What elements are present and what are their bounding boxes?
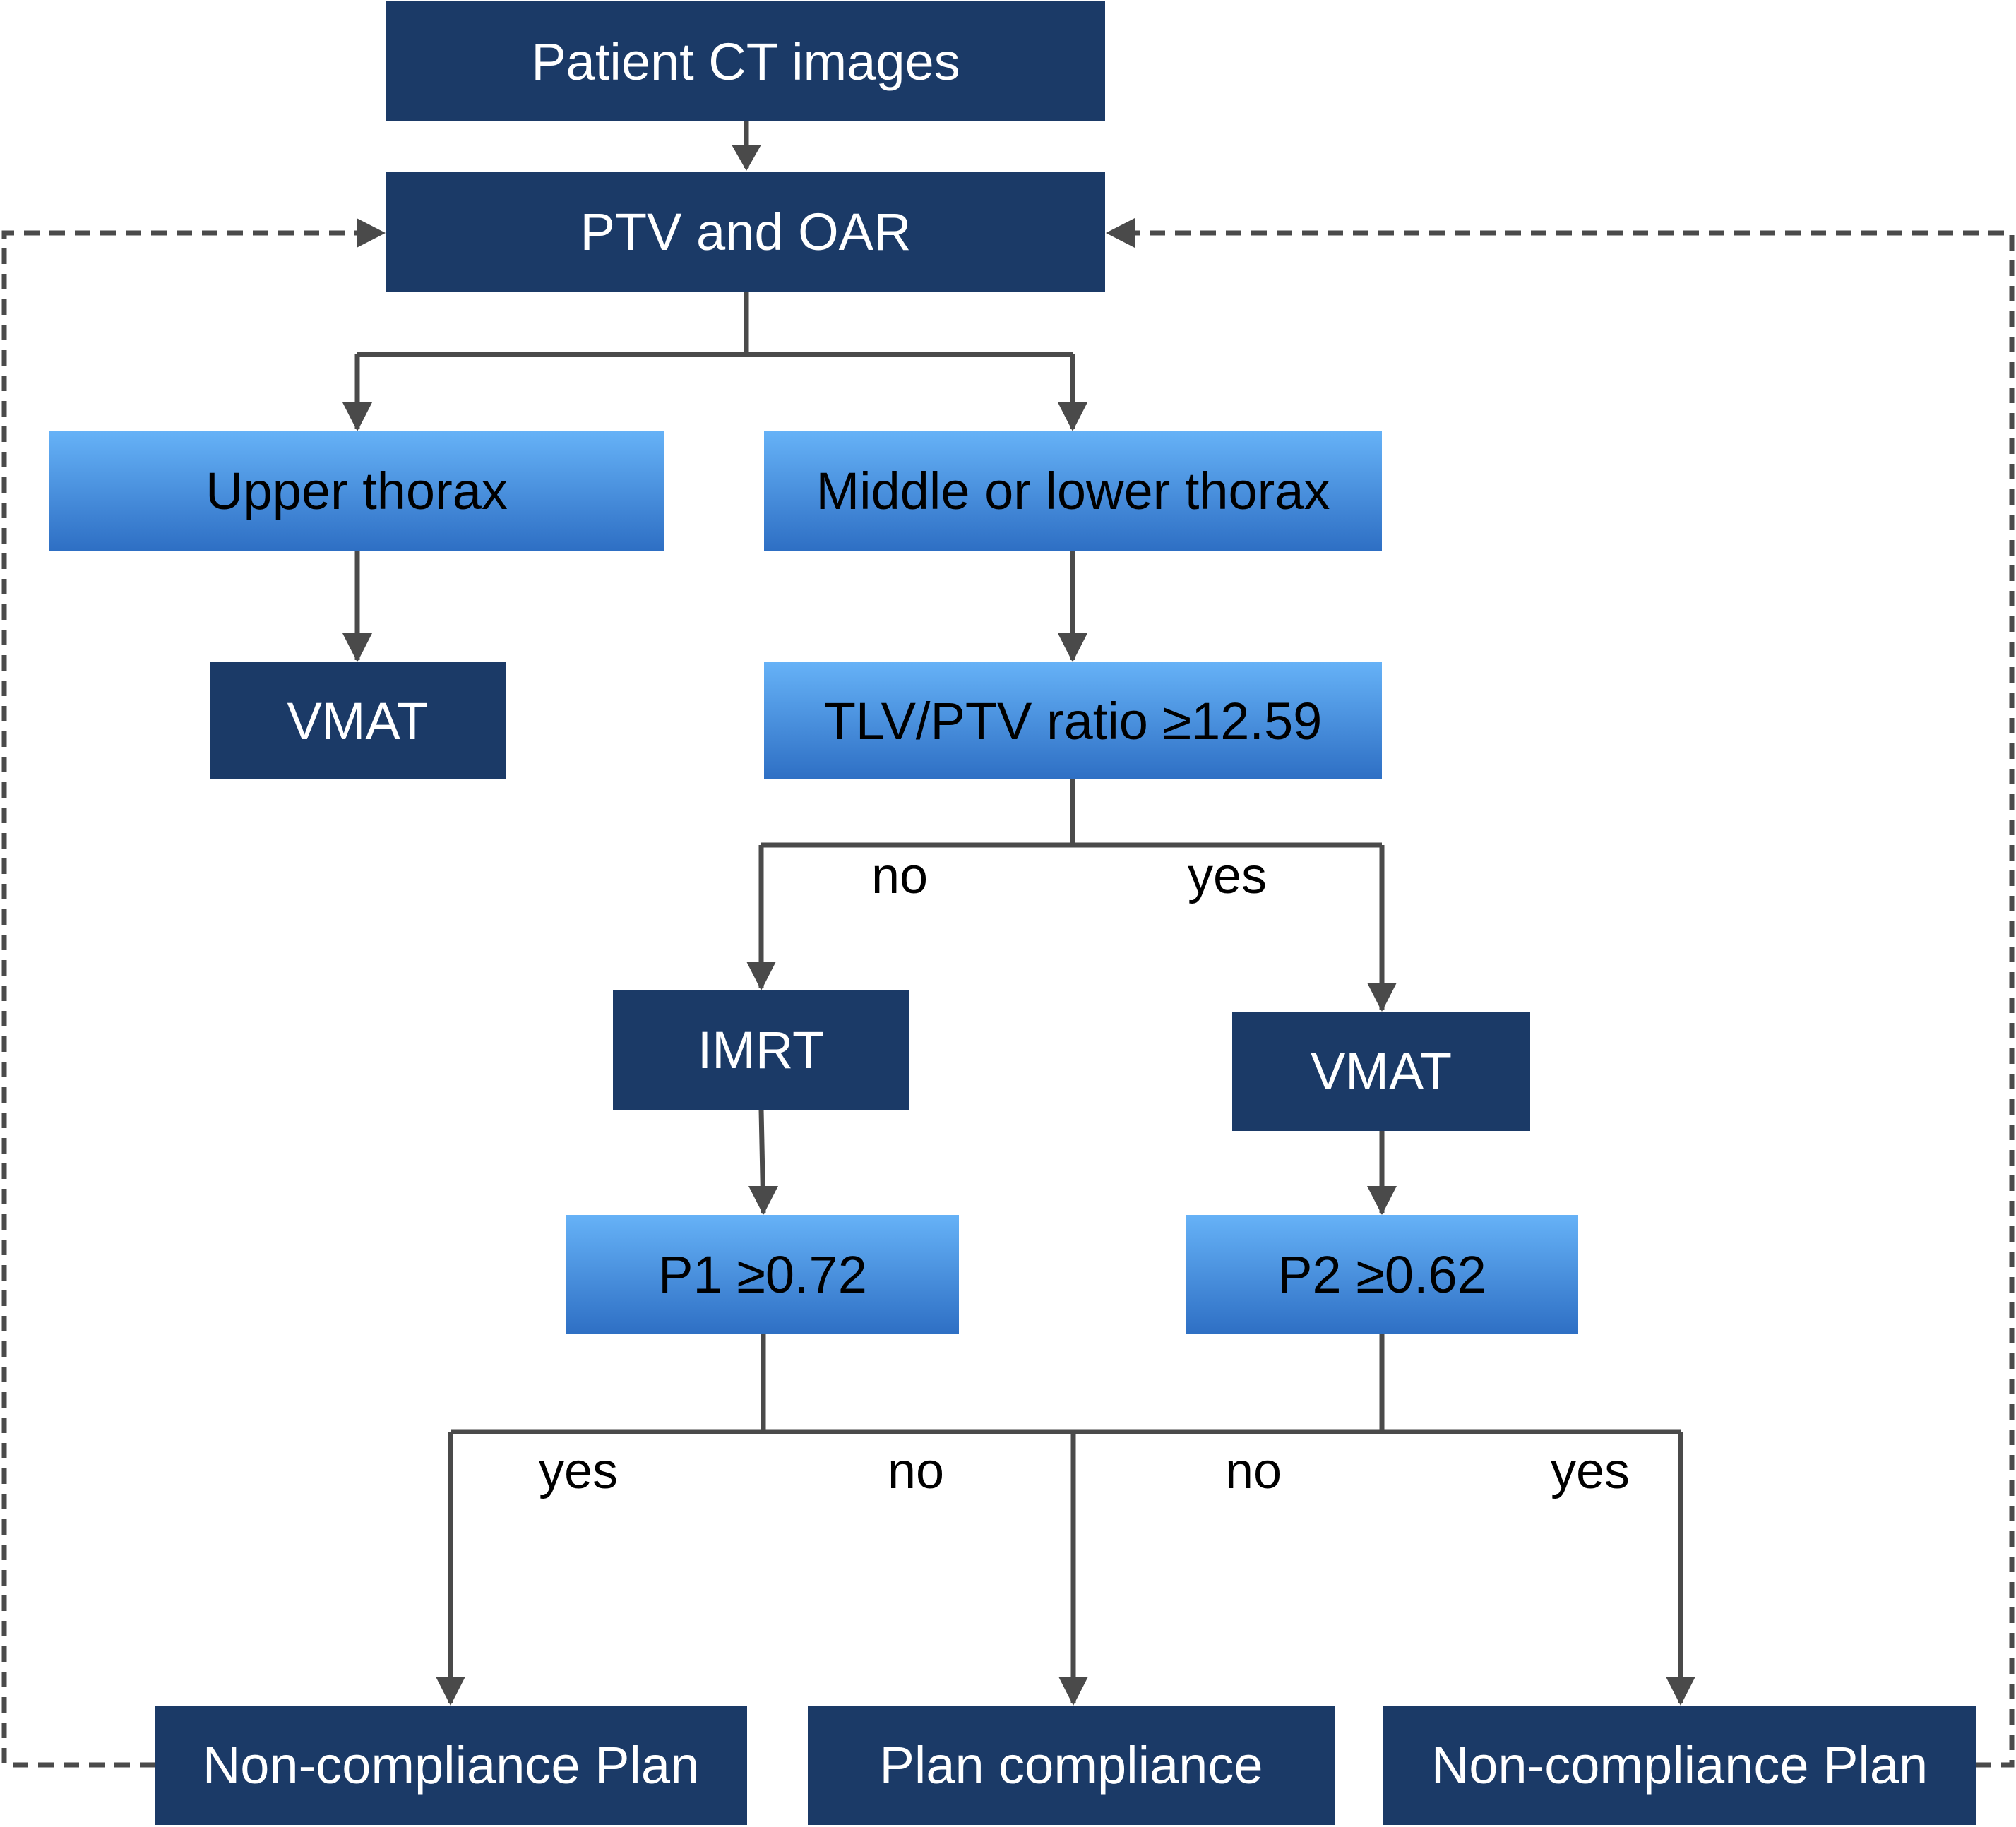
- edge-label-p2-no: no: [1224, 1443, 1282, 1499]
- node-p2-threshold-label: P2 ≥0.62: [1277, 1245, 1486, 1304]
- node-p1-threshold-label: P1 ≥0.72: [658, 1245, 867, 1304]
- node-tlv-ptv-ratio: TLV/PTV ratio ≥12.59: [764, 662, 1382, 779]
- node-upper-thorax: Upper thorax: [49, 431, 664, 551]
- node-noncompliance-plan-right-label: Non-compliance Plan: [1431, 1736, 1928, 1795]
- edge-label-p1-no: no: [887, 1443, 945, 1499]
- node-patient-ct-images-label: Patient CT images: [531, 32, 960, 91]
- node-vmat-right: VMAT: [1232, 1012, 1530, 1131]
- arrowhead-vmat-upper: [342, 633, 372, 662]
- node-vmat-right-label: VMAT: [1310, 1042, 1453, 1101]
- arrowhead-vmat-right: [1367, 983, 1397, 1012]
- node-tlv-ptv-ratio-label: TLV/PTV ratio ≥12.59: [823, 691, 1323, 750]
- feedback-loop-right: [1135, 230, 2015, 1768]
- node-p1-threshold: P1 ≥0.72: [566, 1215, 959, 1334]
- edge-label-p2-yes: yes: [1550, 1443, 1630, 1499]
- arrowhead-upper-thorax: [342, 402, 372, 431]
- arrowhead-middle-lower: [1058, 402, 1087, 431]
- arrowhead-noncompliance-right: [1666, 1677, 1695, 1706]
- node-upper-thorax-label: Upper thorax: [205, 462, 508, 520]
- connector-ptv-split: [357, 292, 1073, 357]
- node-middle-or-lower-thorax-label: Middle or lower thorax: [816, 462, 1330, 520]
- node-plan-compliance: Plan compliance: [808, 1706, 1335, 1825]
- connector-ratio-split: [761, 779, 1382, 848]
- node-vmat-upper: VMAT: [210, 662, 506, 779]
- edge-label-p1-yes: yes: [538, 1443, 619, 1499]
- node-plan-compliance-label: Plan compliance: [879, 1736, 1263, 1795]
- node-noncompliance-plan-right: Non-compliance Plan: [1383, 1706, 1976, 1825]
- node-p2-threshold: P2 ≥0.62: [1186, 1215, 1578, 1334]
- node-ptv-and-oar-label: PTV and OAR: [580, 202, 912, 261]
- feedback-loop-left: [1, 230, 357, 1768]
- node-vmat-upper-label: VMAT: [287, 691, 429, 750]
- node-patient-ct-images: Patient CT images: [386, 1, 1105, 121]
- node-noncompliance-plan-left: Non-compliance Plan: [155, 1706, 747, 1825]
- arrowhead-ptv: [732, 145, 761, 171]
- arrowhead-p2: [1367, 1186, 1397, 1215]
- arrowhead-plan-compliance: [1058, 1677, 1088, 1706]
- node-noncompliance-plan-left-label: Non-compliance Plan: [202, 1736, 700, 1795]
- edge-label-ratio-no: no: [871, 848, 929, 904]
- arrowhead-ratio: [1058, 633, 1087, 662]
- node-imrt-label: IMRT: [697, 1021, 825, 1079]
- node-middle-or-lower-thorax: Middle or lower thorax: [764, 431, 1382, 551]
- arrowhead-noncompliance-left: [436, 1677, 465, 1706]
- arrowhead-p1: [748, 1186, 778, 1215]
- arrowhead-imrt: [746, 962, 776, 990]
- node-ptv-and-oar: PTV and OAR: [386, 172, 1105, 292]
- edge-label-ratio-yes: yes: [1187, 848, 1268, 904]
- node-imrt: IMRT: [613, 990, 909, 1110]
- arrowhead-feedback-right: [1106, 218, 1135, 248]
- arrowhead-feedback-left: [357, 218, 386, 248]
